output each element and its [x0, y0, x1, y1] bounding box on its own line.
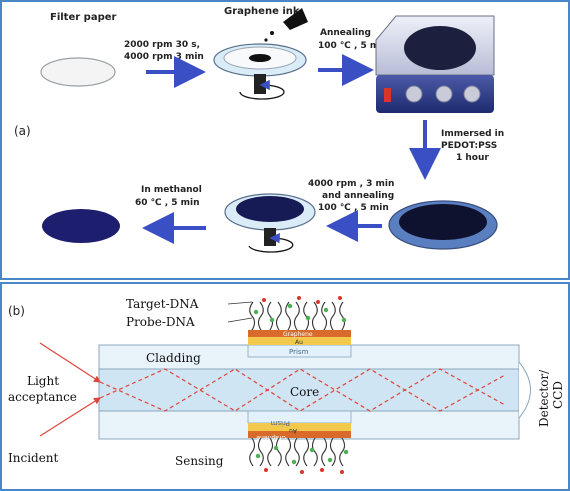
spin2-line-1: 4000 rpm , 3 min	[308, 179, 394, 189]
spin-step-line-1: 2000 rpm 30 s,	[124, 40, 200, 50]
target-dna-pointer	[227, 301, 253, 305]
core-label: Core	[290, 385, 319, 399]
detector-lens	[518, 361, 531, 419]
rotation-arrow-2	[248, 232, 294, 253]
anneal-line-2: 100 ℃ , 5 min	[318, 41, 389, 51]
dna-markers-top	[253, 296, 347, 323]
hotplate-switch	[384, 88, 391, 102]
incident-label: Incident	[8, 451, 59, 465]
spin2-line-3: 100 ℃ , 5 min	[318, 203, 389, 213]
hotplate-base	[376, 75, 494, 113]
immerse-line-1: Immersed in	[441, 129, 504, 139]
gold-bottom	[248, 423, 351, 431]
detector-line-1: Detector/	[537, 369, 551, 427]
graphene-label-bottom: Graphene	[256, 434, 286, 441]
dna-brush-bottom	[249, 437, 346, 467]
panel-b-label: (b)	[8, 304, 25, 318]
hotplate-knob	[435, 85, 453, 103]
au-label-bottom: Au	[289, 427, 297, 434]
methanol-line-1: In methanol	[141, 185, 202, 195]
coated-film	[236, 196, 304, 222]
hotplate-knob	[463, 85, 481, 103]
light-acceptance-line-1: Light	[27, 374, 59, 388]
target-dna-label: Target-DNA	[126, 297, 199, 311]
gold-top	[248, 337, 351, 345]
panel-a-label: (a)	[14, 124, 31, 138]
spin2-line-2: and annealing	[322, 191, 394, 201]
anneal-line-1: Annealing	[320, 28, 371, 38]
cladding-label: Cladding	[146, 351, 201, 365]
ink-pipette	[283, 8, 308, 30]
ink-spot	[249, 54, 271, 62]
graphene-ink-label: Graphene ink	[224, 6, 300, 17]
dna-markers-bottom	[255, 445, 349, 474]
graphene-label-top: Graphene	[283, 331, 313, 338]
fiber-core	[98, 368, 520, 412]
immerse-line-2: PEDOT:PSS	[441, 141, 497, 151]
spin-shaft-2	[264, 228, 276, 246]
probe-dna-pointer	[227, 317, 253, 323]
au-label-top: Au	[295, 339, 303, 346]
rotation-arrow	[239, 79, 285, 100]
prism-label-top: Prism	[289, 348, 309, 356]
probe-dna-label: Probe-DNA	[126, 315, 195, 329]
hotplate-knob	[405, 85, 423, 103]
filter-paper-label: Filter paper	[50, 12, 117, 23]
graphene-top	[248, 330, 351, 337]
spin-shaft	[254, 74, 266, 94]
detector-line-2: CCD	[551, 381, 565, 409]
ink-drop	[270, 31, 274, 35]
graphene-bottom	[248, 431, 351, 438]
detector-label: Detector/ CCD	[537, 369, 565, 427]
dna-brush-top	[249, 301, 346, 331]
sensing-label: Sensing	[175, 454, 224, 468]
light-acceptance-line-2: acceptance	[8, 390, 77, 404]
ink-drop	[264, 38, 268, 42]
immerse-line-3: 1 hour	[456, 153, 489, 163]
prism-bottom	[247, 410, 352, 424]
light-rays	[39, 342, 506, 437]
methanol-line-2: 60 ℃ , 5 min	[135, 198, 200, 208]
spin-step-line-2: 4000 rpm 3 min	[124, 52, 204, 62]
filter-paper-disc	[40, 57, 116, 87]
final-film	[42, 209, 120, 243]
hotplate-heater	[404, 26, 476, 70]
prism-label-bottom: Prism	[270, 419, 290, 427]
pedot-film	[399, 204, 487, 240]
